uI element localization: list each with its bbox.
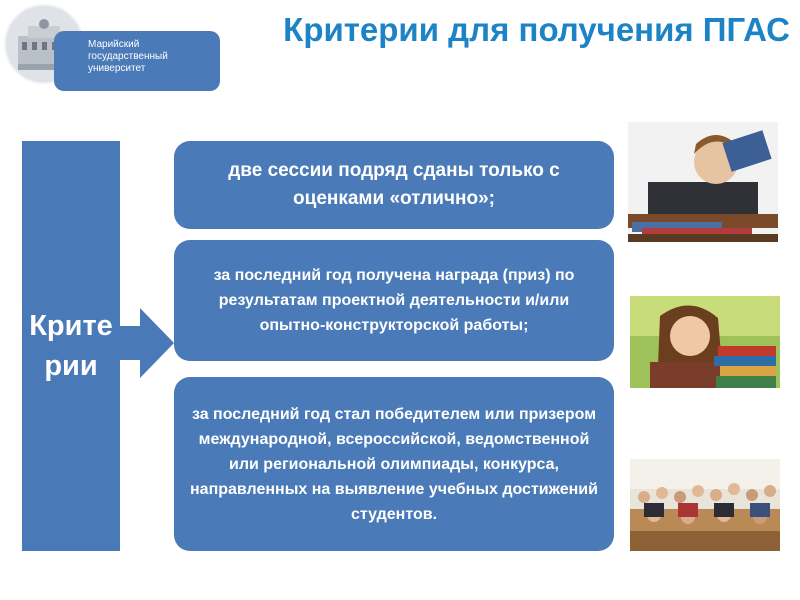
criterion-box-2: за последний год получена награда (приз)…: [174, 240, 614, 361]
lecture-hall-photo: [630, 459, 780, 551]
criterion-text-3: за последний год стал победителем или пр…: [190, 405, 598, 523]
university-name: Марийский государственный университет: [88, 39, 168, 74]
criterion-box-3: за последний год стал победителем или пр…: [174, 377, 614, 551]
criterion-box-1: две сессии подряд сданы только с оценкам…: [174, 141, 614, 229]
slide-title: Критерии для получения ПГАС: [283, 11, 790, 48]
criteria-label: Критерии: [29, 310, 113, 382]
arrow-right-icon: [120, 308, 174, 378]
university-name-badge: Марийский государственный университет: [54, 31, 220, 91]
criteria-label-bar: Критерии: [22, 141, 120, 551]
criterion-text-2: за последний год получена награда (приз)…: [213, 267, 575, 334]
girl-with-books-photo: [630, 296, 780, 388]
student-with-books-photo: [628, 122, 778, 242]
criterion-text-1: две сессии подряд сданы только с оценкам…: [228, 160, 560, 209]
